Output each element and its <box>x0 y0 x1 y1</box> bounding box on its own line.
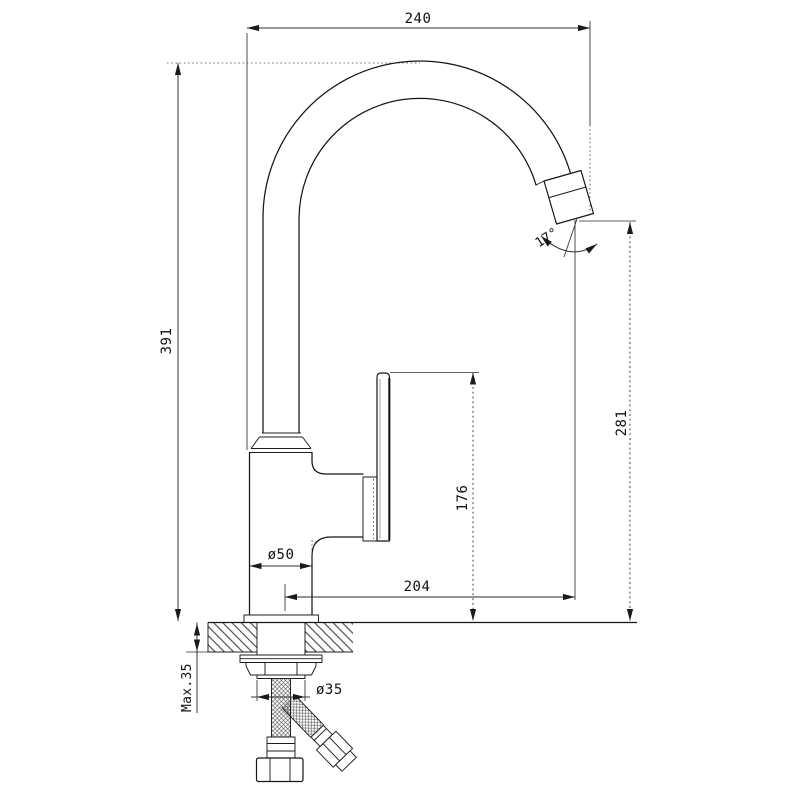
base-plate <box>243 614 319 623</box>
dimension-spout-height: 281 <box>579 220 636 621</box>
faucet-body <box>248 451 364 616</box>
dimension-handle-height: 176 <box>390 372 479 621</box>
dimension-max-thickness: Max.35 <box>180 622 210 713</box>
branch-supply-hose <box>281 694 357 772</box>
counter-hatch-left <box>208 622 257 652</box>
dim-281-label: 281 <box>614 410 630 437</box>
dim-391-label: 391 <box>159 328 175 355</box>
dim-204-label: 204 <box>404 579 431 595</box>
dimension-overall-height: 391 <box>159 62 420 621</box>
aerator-tip <box>543 169 595 225</box>
mounting-shank <box>239 622 323 679</box>
riser-tube <box>249 217 312 453</box>
spout-arc <box>262 60 572 219</box>
dim-240-label: 240 <box>405 11 432 27</box>
dim-o50-label: ø50 <box>268 547 295 563</box>
dimension-overall-width: 240 <box>246 11 591 450</box>
dim-176-label: 176 <box>455 485 471 512</box>
main-supply-hose <box>255 678 304 783</box>
faucet-outline <box>207 60 637 783</box>
countertop-section <box>207 621 637 653</box>
dim-o35-label: ø35 <box>316 682 343 698</box>
dimension-body-diameter: ø50 <box>249 547 312 570</box>
dimension-outlet-angle: 17° <box>533 218 598 258</box>
handle-lever <box>362 372 391 542</box>
counter-hatch-right <box>305 622 353 652</box>
dimension-spout-reach: 204 <box>284 220 576 611</box>
dim-max35-label: Max.35 <box>180 663 195 712</box>
dimension-shank-diameter: ø35 <box>251 680 343 701</box>
